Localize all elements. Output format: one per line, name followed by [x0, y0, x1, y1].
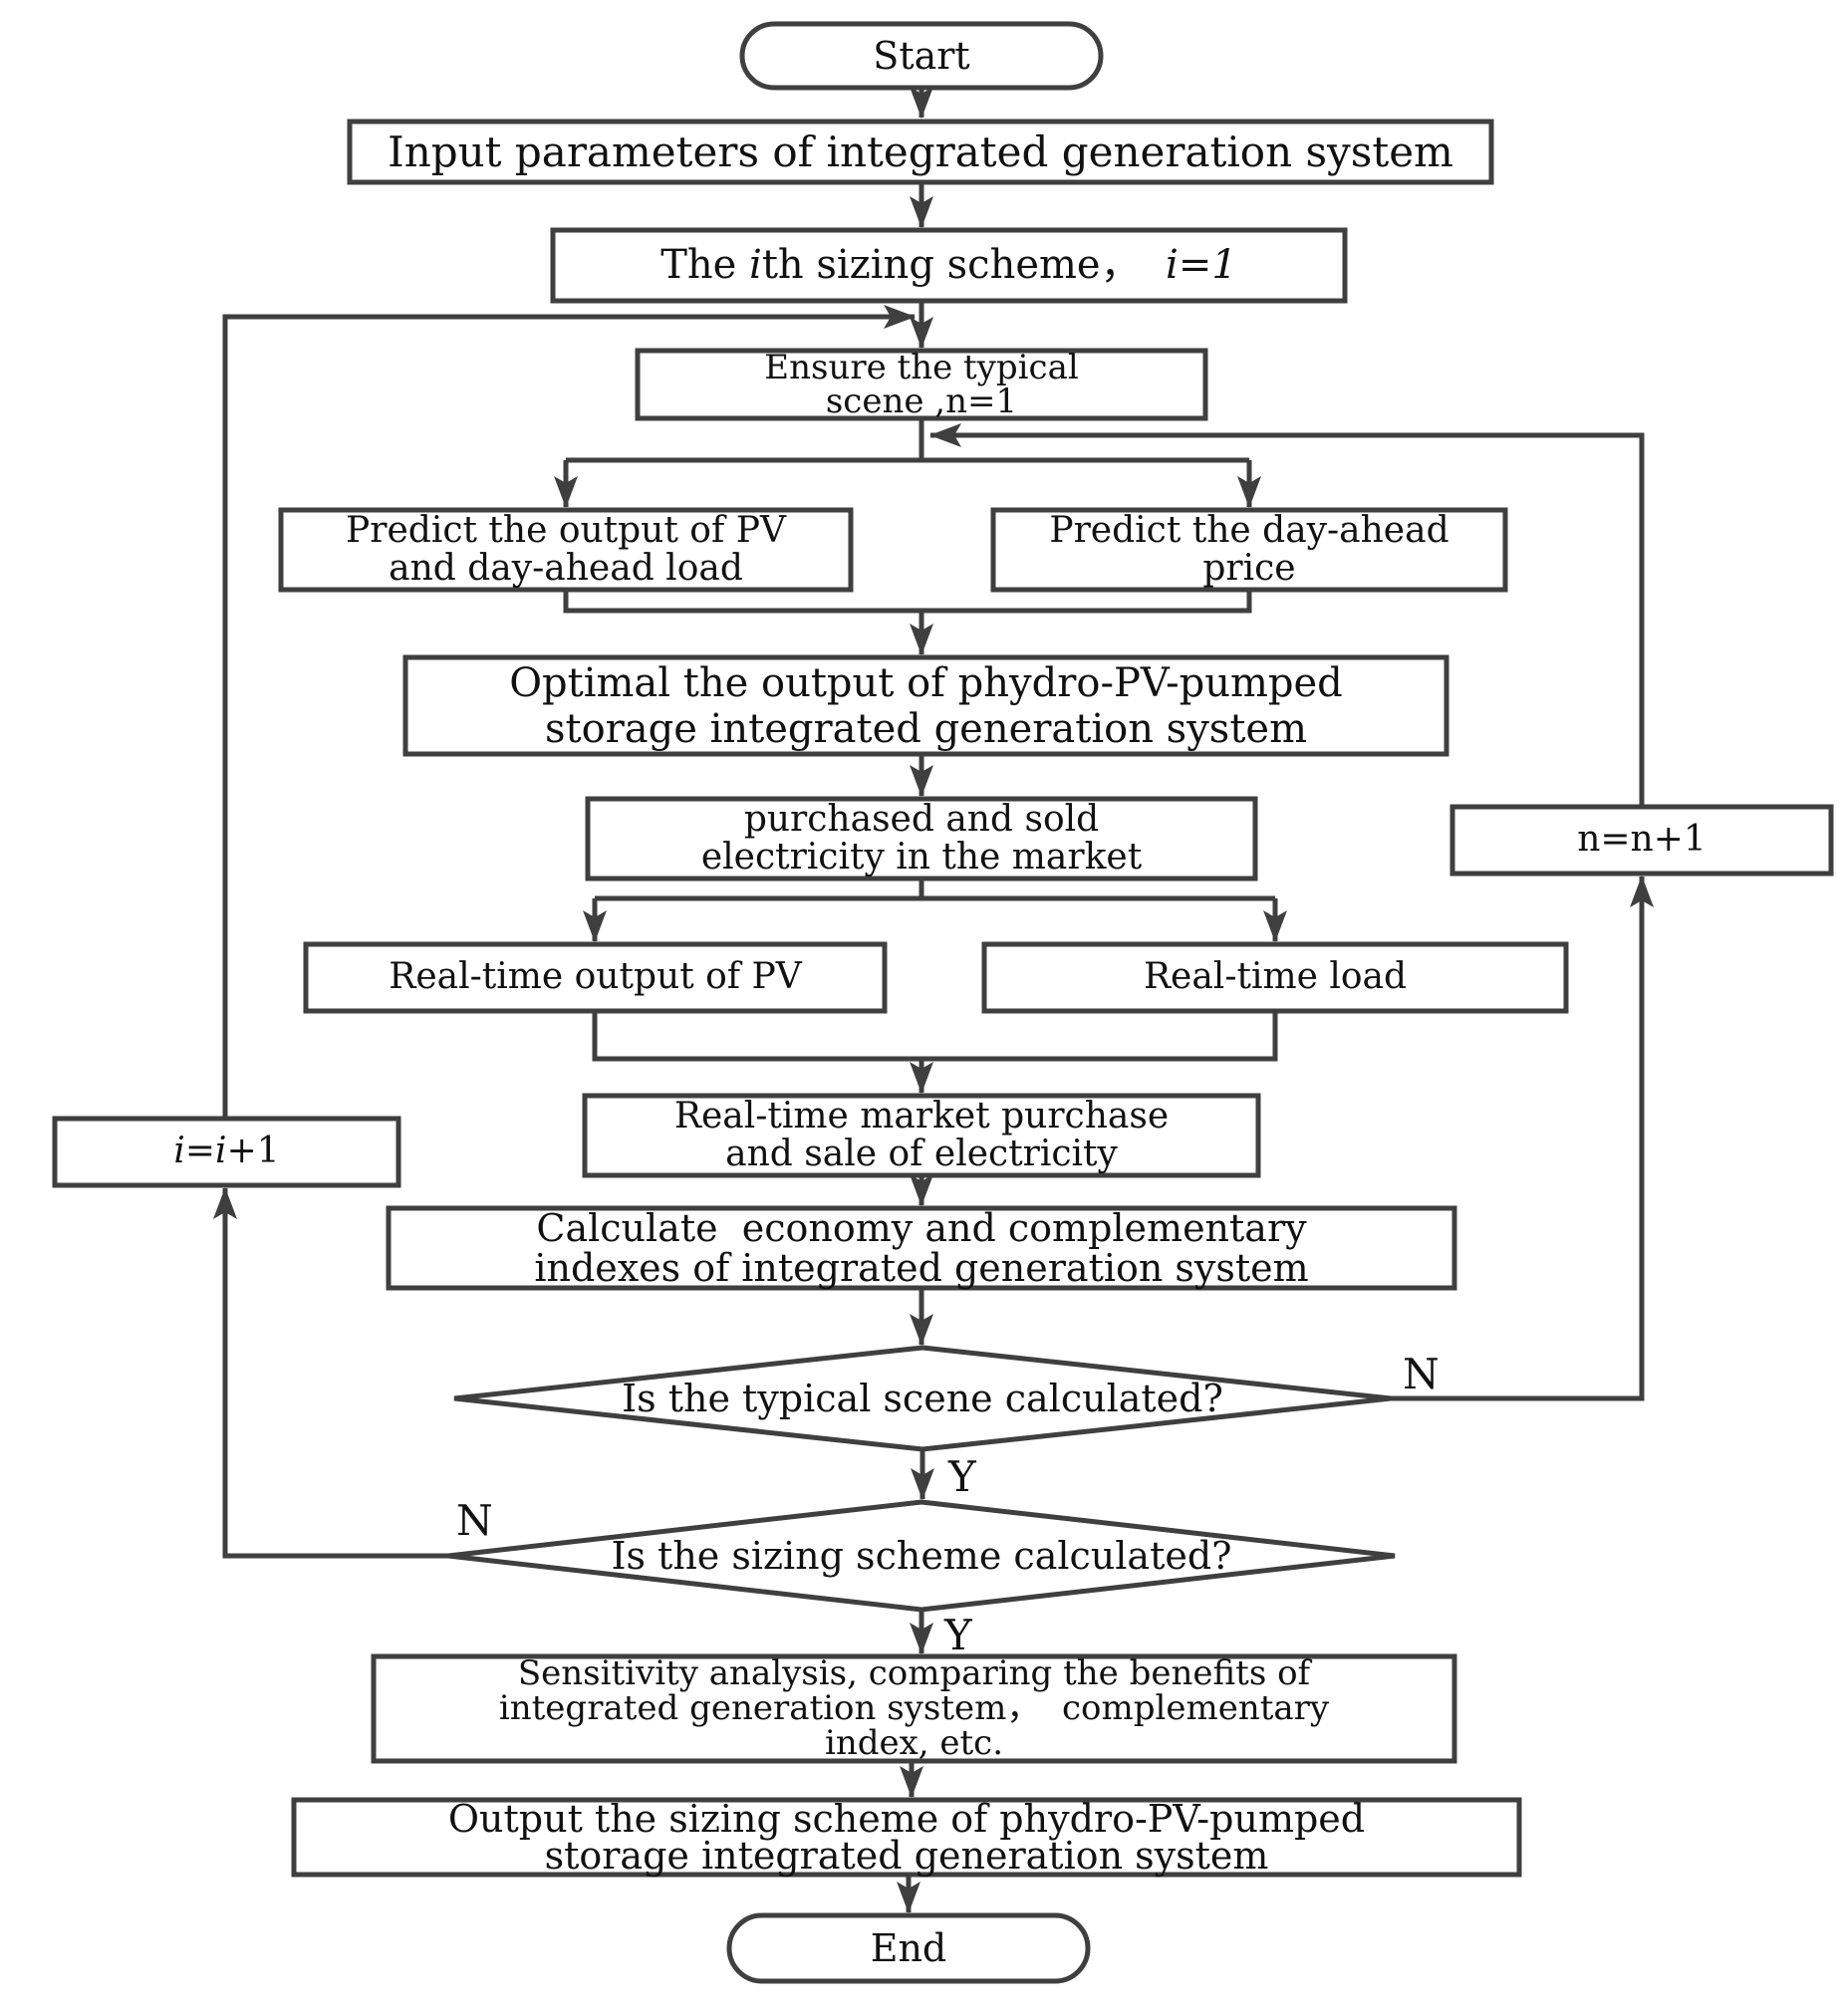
decision-scheme-diamond-shape	[447, 1499, 1396, 1613]
realtime-market-box: Real-time market purchase and sale of el…	[673, 1096, 1170, 1174]
decision-scene-diamond-shape	[453, 1345, 1392, 1452]
i-increment-box: i=i+1	[55, 1119, 398, 1185]
label-scheme-no: N	[456, 1496, 493, 1545]
decision-typical-scene: Is the typical scene calculated?	[622, 1376, 1223, 1420]
label-scheme-yes: Y	[944, 1611, 972, 1659]
sizing-scheme-box-shape	[550, 227, 1348, 304]
calc-indexes-box-shape	[386, 1205, 1457, 1291]
ensure-scene-box-shape	[635, 348, 1208, 421]
start-terminator-shape	[739, 21, 1104, 91]
i-increment-i1: i	[173, 1131, 185, 1172]
output-box-shape	[291, 1797, 1522, 1878]
i-increment-plus: +1	[226, 1131, 280, 1172]
sizing-scheme-text-mid: th sizing scheme，	[761, 242, 1167, 289]
i-increment-box-shape	[52, 1116, 401, 1188]
end-terminator: End	[870, 1925, 947, 1970]
sensitivity-box-shape	[371, 1653, 1457, 1764]
output-sizing-scheme-box: Output the sizing scheme of phydro-PV-pu…	[447, 1796, 1366, 1878]
sizing-scheme-i-equals-1: i=1	[1166, 242, 1237, 289]
optimal-output-box-shape	[402, 654, 1449, 757]
optimal-output-box: Optimal the output of phydro-PV-pumped s…	[509, 659, 1343, 752]
decision-scheme-no-branch	[213, 1187, 450, 1559]
predict-price-box-shape	[990, 507, 1508, 593]
i-increment-eq: =	[184, 1131, 216, 1172]
n-increment-box: n=n+1	[1577, 819, 1707, 861]
realtime-market-box-shape	[582, 1093, 1261, 1178]
end-terminator-shape	[726, 1912, 1091, 1984]
decision-sizing-scheme: Is the sizing scheme calculated?	[611, 1533, 1232, 1578]
start-terminator: Start	[873, 33, 970, 78]
sizing-scheme-i-var: i	[749, 242, 762, 289]
realtime-load-box-shape	[981, 941, 1569, 1014]
n-loop-return-line	[929, 423, 1645, 807]
realtime-load-box: Real-time load	[1143, 956, 1408, 998]
merge1-line	[563, 590, 1252, 614]
label-scene-no: N	[1403, 1350, 1440, 1398]
n-increment-box-shape	[1449, 804, 1834, 877]
label-scene-yes: Y	[948, 1452, 976, 1501]
ensure-typical-scene-box: Ensure the typical scene ,n=1	[764, 348, 1079, 421]
purchased-sold-box: purchased and sold electricity in the ma…	[700, 799, 1143, 878]
decision-scene-no-branch	[1391, 876, 1654, 1401]
sizing-scheme-text: The	[660, 242, 750, 289]
realtime-pv-box-shape	[303, 941, 888, 1014]
i-increment-i2: i	[215, 1131, 227, 1172]
purchased-sold-box-shape	[585, 796, 1258, 882]
predict-pv-load-box-shape	[278, 507, 854, 593]
i-loop-return-line	[222, 305, 916, 1119]
input-box-shape	[347, 119, 1494, 185]
realtime-pv-box: Real-time output of PV	[389, 956, 802, 998]
calc-indexes-box: Calculate economy and complementary inde…	[534, 1206, 1309, 1290]
sensitivity-analysis-box: Sensitivity analysis, comparing the bene…	[498, 1653, 1330, 1763]
predict-pv-load-box: Predict the output of PV and day-ahead l…	[346, 510, 786, 589]
input-parameters-box: Input parameters of integrated generatio…	[388, 126, 1453, 176]
merge2-line	[592, 1011, 1278, 1062]
predict-price-box: Predict the day-ahead price	[1049, 510, 1449, 589]
